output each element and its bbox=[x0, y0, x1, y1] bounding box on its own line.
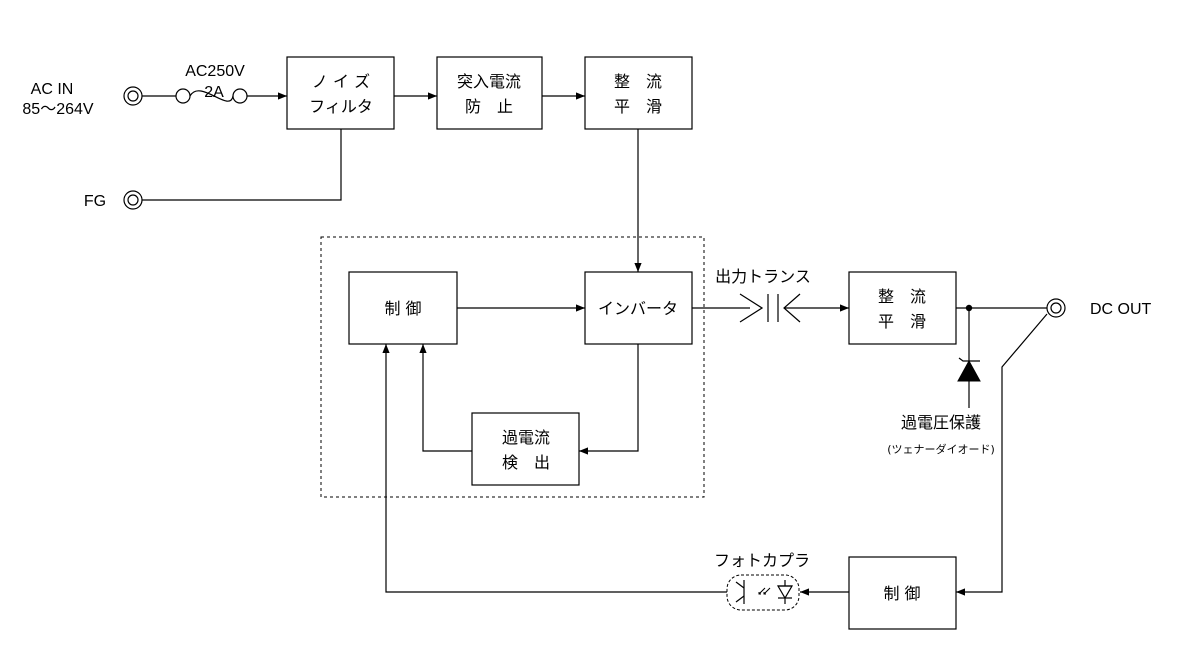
svg-text:ノ イ ズ: ノ イ ズ bbox=[312, 72, 370, 91]
fg-terminal-icon bbox=[123, 190, 143, 210]
output-transformer-label: 出力トランス bbox=[715, 267, 811, 286]
svg-text:制 御: 制 御 bbox=[883, 584, 920, 603]
fuse-current-label: 2A bbox=[204, 84, 224, 101]
inrush-prevention-block: 突入電流 防 止 bbox=[436, 56, 543, 130]
svg-text:突入電流: 突入電流 bbox=[457, 72, 521, 91]
svg-text:整 流: 整 流 bbox=[614, 72, 662, 91]
svg-text:平 滑: 平 滑 bbox=[614, 97, 662, 116]
svg-text:制 御: 制 御 bbox=[384, 299, 421, 318]
inverter-block: インバータ bbox=[584, 271, 693, 345]
ac-in-label: AC IN bbox=[31, 81, 74, 98]
wire-overcurrent-to-control bbox=[419, 344, 472, 452]
svg-text:検 出: 検 出 bbox=[502, 453, 550, 472]
zener-diode-icon bbox=[957, 357, 981, 382]
noise-filter-block: ノ イ ズ フィルタ bbox=[286, 56, 395, 130]
svg-text:インバータ: インバータ bbox=[598, 299, 678, 318]
svg-text:防 止: 防 止 bbox=[465, 97, 513, 116]
dc-out-terminal-icon bbox=[1046, 298, 1066, 318]
fuse-rating-label: AC250V bbox=[185, 63, 245, 80]
photocoupler-icon bbox=[726, 574, 800, 611]
wire-filter-to-fg bbox=[142, 129, 342, 201]
photocoupler-label: フォトカプラ bbox=[714, 551, 810, 570]
svg-text:平 滑: 平 滑 bbox=[878, 312, 926, 331]
secondary-rectifier-smoothing-block: 整 流 平 滑 bbox=[848, 271, 957, 345]
fg-label: FG bbox=[84, 193, 106, 210]
dc-out-label: DC OUT bbox=[1090, 301, 1152, 318]
wire-photocoupler-to-primary-control bbox=[382, 344, 727, 593]
ac-in-terminal-icon bbox=[123, 86, 143, 106]
secondary-control-block: 制 御 bbox=[848, 556, 957, 630]
primary-control-block: 制 御 bbox=[348, 271, 458, 345]
wire-inverter-to-overcurrent bbox=[579, 344, 639, 455]
overvoltage-protection-label: 過電圧保護 bbox=[901, 413, 981, 432]
svg-text:過電流: 過電流 bbox=[502, 428, 550, 447]
overcurrent-detection-block: 過電流 検 出 bbox=[471, 412, 580, 486]
wire-dc-out-to-secondary-control bbox=[956, 313, 1048, 596]
zener-diode-label: (ツェナーダイオード) bbox=[887, 442, 995, 456]
svg-text:整 流: 整 流 bbox=[878, 287, 926, 306]
primary-rectifier-smoothing-block: 整 流 平 滑 bbox=[584, 56, 693, 130]
primary-control-enclosure bbox=[320, 236, 705, 498]
svg-text:フィルタ: フィルタ bbox=[309, 97, 373, 116]
ac-in-voltage-label: 85～264V bbox=[22, 101, 93, 118]
